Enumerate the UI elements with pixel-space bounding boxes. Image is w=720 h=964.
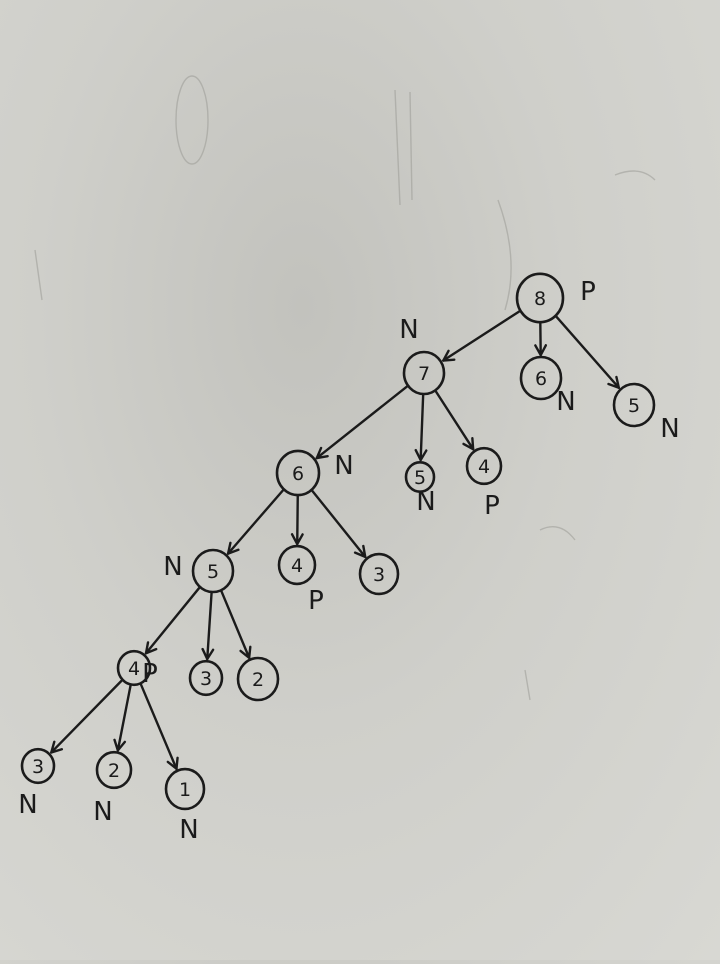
node-tag-label: N	[93, 797, 112, 827]
node-tag-label: N	[416, 487, 435, 517]
node-value: 6	[292, 463, 304, 485]
edge-n8-n5c	[556, 317, 618, 388]
edge-n4c-n1	[141, 685, 176, 769]
tree-node-n4a: 4P	[467, 448, 501, 521]
tree-edges	[51, 312, 619, 769]
node-value: 4	[478, 456, 490, 478]
edge-n7-n6b	[317, 387, 407, 458]
node-value: 4	[291, 555, 303, 577]
node-value: 3	[32, 756, 44, 778]
node-tag-label: N	[179, 815, 198, 845]
node-value: 2	[108, 760, 120, 782]
edge-n6b-n3a	[312, 491, 365, 557]
node-tag-label: P	[484, 491, 500, 521]
node-tag-label: N	[163, 552, 182, 582]
edge-n7-n4a	[436, 391, 473, 449]
edge-n6b-n5b	[228, 490, 283, 553]
node-value: 5	[207, 561, 219, 583]
node-value: 5	[628, 395, 640, 417]
tree-node-n5c: 5N	[614, 384, 680, 444]
node-value: 2	[252, 669, 264, 691]
node-tag-label: N	[660, 414, 679, 444]
edge-n6b-n4b	[297, 496, 298, 544]
node-tag-label: P	[308, 586, 324, 616]
edge-n5b-n4c	[146, 588, 199, 653]
tree-node-n6a: 6N	[521, 357, 576, 417]
tree-node-n5b: 5N	[163, 550, 233, 592]
node-tag-label: P	[580, 277, 596, 307]
node-value: 3	[200, 668, 212, 690]
node-tag-label: N	[399, 315, 418, 345]
node-value: 6	[535, 368, 547, 390]
edge-n7-n5a	[421, 395, 424, 460]
node-value: 3	[373, 564, 385, 586]
tree-node-n5a: 5N	[406, 462, 436, 517]
edge-n4c-n2b	[118, 686, 131, 751]
node-value: 5	[414, 467, 426, 489]
tree-node-n3a: 3	[360, 554, 398, 594]
tree-node-n2b: 2N	[93, 752, 131, 827]
edge-n5b-n2a	[221, 591, 249, 657]
tree-node-n3b: 3	[190, 661, 222, 695]
node-value: 8	[534, 288, 546, 310]
edge-n8-n7	[443, 312, 519, 361]
tree-node-n1: 1N	[166, 769, 204, 845]
edge-n5b-n3b	[207, 593, 211, 659]
node-tag-label: P	[142, 659, 158, 689]
node-value: 4	[128, 658, 140, 680]
node-value: 7	[418, 363, 430, 385]
tree-node-n3c: 3N	[18, 749, 54, 820]
node-tag-label: N	[18, 790, 37, 820]
node-tag-label: N	[556, 387, 575, 417]
tree-node-n4b: 4P	[279, 546, 324, 616]
tree-node-n2a: 2	[238, 658, 278, 700]
node-value: 1	[179, 779, 191, 801]
tree-node-n7: 7N	[399, 315, 444, 394]
edge-n4c-n3c	[51, 681, 121, 753]
node-tag-label: N	[334, 451, 353, 481]
